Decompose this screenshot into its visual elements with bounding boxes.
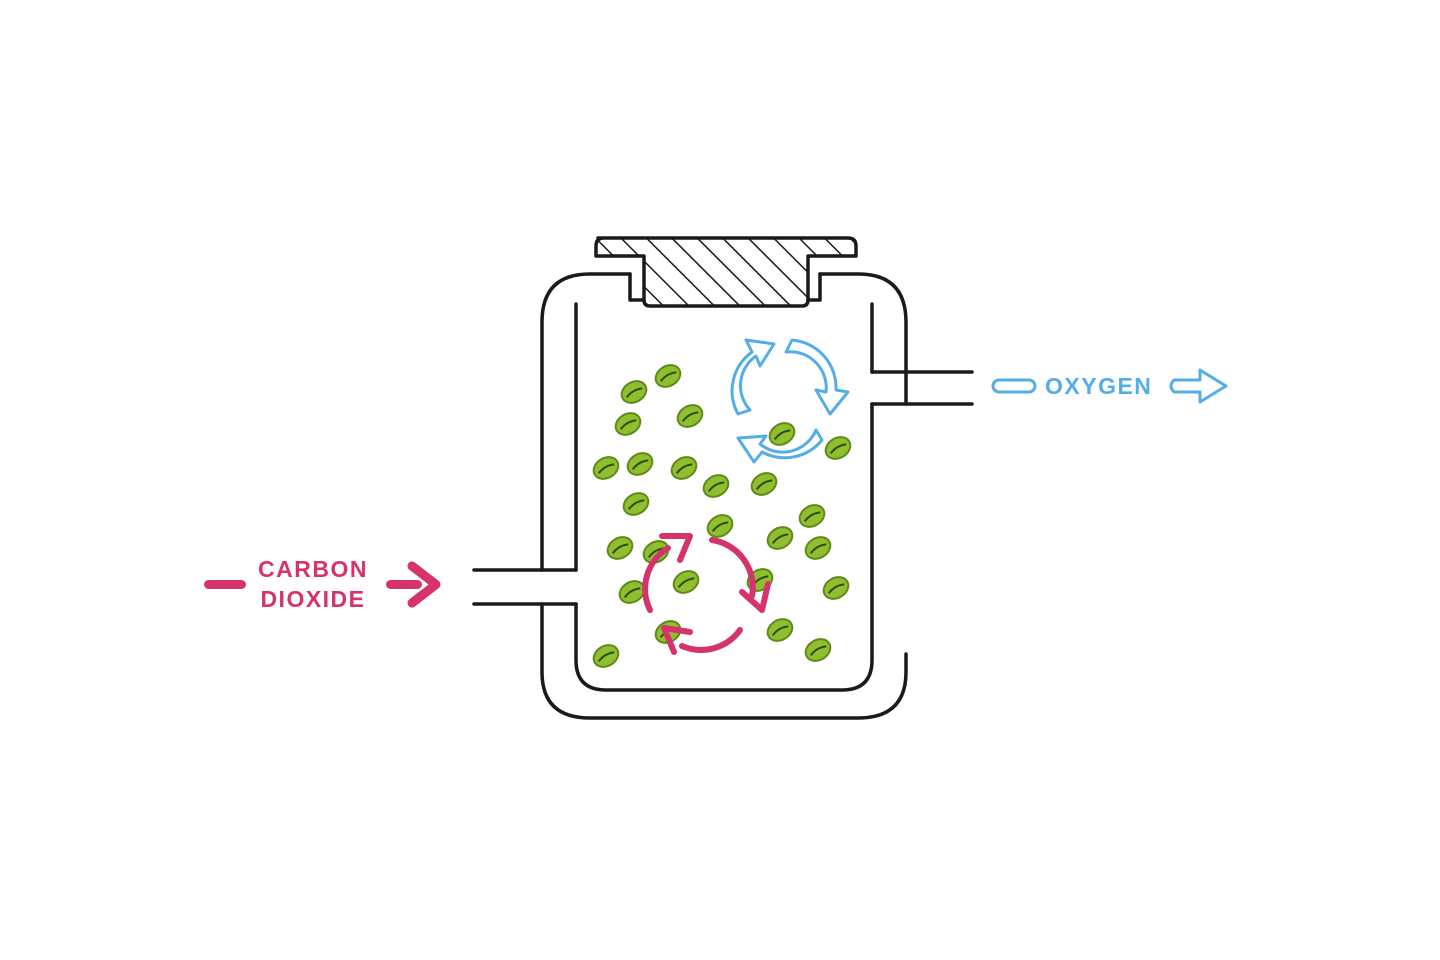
oxygen-arrow-icon [991, 368, 1228, 404]
coffee-bean-icon [702, 474, 730, 498]
coffee-bean-icon [592, 456, 620, 480]
coffee-bean-icon [798, 504, 826, 528]
coffee-bean-icon [672, 570, 700, 594]
carbon-dioxide-cycle-icon [642, 533, 771, 655]
coffee-bean-icon [822, 576, 850, 600]
coffee-beans [592, 364, 852, 668]
coffee-bean-icon [824, 436, 852, 460]
coffee-bean-icon [676, 404, 704, 428]
coffee-bean-icon [622, 492, 650, 516]
coffee-bean-icon [620, 380, 648, 404]
oxygen-label: OXYGEN [1045, 373, 1153, 399]
coffee-bean-icon [750, 472, 778, 496]
coffee-bean-icon [654, 364, 682, 388]
coffee-bean-icon [606, 536, 634, 560]
coffee-bean-icon [626, 452, 654, 476]
coffee-bean-icon [670, 456, 698, 480]
co2-label-line1: CARBON [258, 556, 368, 582]
coffee-bean-icon [766, 526, 794, 550]
carbon-dioxide-label: CARBON DIOXIDE [258, 558, 368, 618]
oxygen-cycle-icon [730, 338, 850, 464]
coffee-bean-icon [706, 514, 734, 538]
coffee-bean-icon [592, 644, 620, 668]
coffee-bean-icon [804, 536, 832, 560]
carbon-dioxide-arrow-icon [204, 561, 441, 608]
co2-label-line2: DIOXIDE [260, 586, 366, 612]
coffee-bean-icon [766, 618, 794, 642]
coffee-bean-icon [614, 412, 642, 436]
coffee-bean-icon [804, 638, 832, 662]
coffee-bean-icon [768, 422, 796, 446]
jar-outline [472, 272, 974, 720]
